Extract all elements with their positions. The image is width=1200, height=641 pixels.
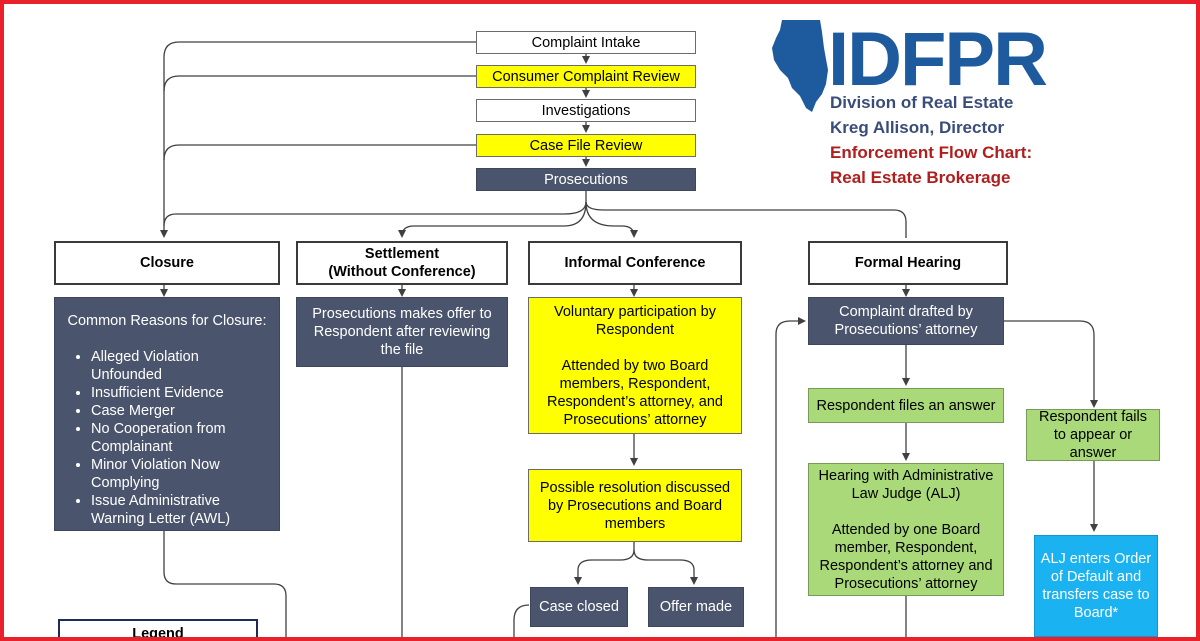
closure-reason: Case Merger — [91, 402, 273, 420]
informal-conference-header: Informal Conference — [528, 241, 742, 285]
chart-title-line-2: Real Estate Brokerage — [830, 168, 1011, 187]
formal-hearing-header: Formal Hearing — [808, 241, 1008, 285]
closure-reasons-title: Common Reasons for Closure: — [67, 313, 267, 329]
complaint-drafted-box: Complaint drafted by Prosecutions’ attor… — [808, 297, 1004, 345]
legend-title: Legend — [132, 626, 184, 641]
connector-lines — [160, 41, 1098, 637]
settlement-header: Settlement (Without Conference) — [296, 241, 508, 285]
idfpr-logo: IDFPR — [768, 18, 1048, 112]
respondent-fails-box: Respondent fails to appear or answer — [1026, 409, 1160, 461]
closure-reasons-list: Alleged Violation Unfounded Insufficient… — [61, 348, 273, 528]
respondent-answer-box: Respondent files an answer — [808, 388, 1004, 423]
complaint-intake-box: Complaint Intake — [476, 31, 696, 54]
case-closed-box: Case closed — [530, 587, 628, 627]
closure-reason: No Cooperation from Complainant — [91, 420, 273, 456]
closure-reason: Minor Violation Now Complying — [91, 456, 273, 492]
order-of-default-box: ALJ enters Order of Default and transfer… — [1034, 535, 1158, 637]
division-label: Division of Real Estate — [830, 93, 1014, 112]
closure-reason: Issue Administrative Warning Letter (AWL… — [91, 492, 273, 528]
settlement-offer-box: Prosecutions makes offer to Respondent a… — [296, 297, 508, 367]
closure-reasons-box: Common Reasons for Closure: Alleged Viol… — [54, 297, 280, 531]
closure-reason: Alleged Violation Unfounded — [91, 348, 273, 384]
investigations-box: Investigations — [476, 99, 696, 122]
alj-hearing-box: Hearing with Administrative Law Judge (A… — [808, 463, 1004, 596]
offer-made-box: Offer made — [648, 587, 744, 627]
closure-reason: Insufficient Evidence — [91, 384, 273, 402]
case-file-review-box: Case File Review — [476, 134, 696, 157]
prosecutions-box: Prosecutions — [476, 168, 696, 191]
director-label: Kreg Allison, Director — [830, 118, 1005, 137]
voluntary-participation-box: Voluntary participation by Respondent At… — [528, 297, 742, 434]
chart-title-line-1: Enforcement Flow Chart: — [830, 143, 1033, 162]
closure-header: Closure — [54, 241, 280, 285]
illinois-map-icon — [772, 20, 828, 112]
possible-resolution-box: Possible resolution discussed by Prosecu… — [528, 469, 742, 542]
logo-text: IDFPR — [828, 17, 1048, 102]
legend-box: Legend — [58, 619, 258, 641]
consumer-complaint-review-box: Consumer Complaint Review — [476, 65, 696, 88]
